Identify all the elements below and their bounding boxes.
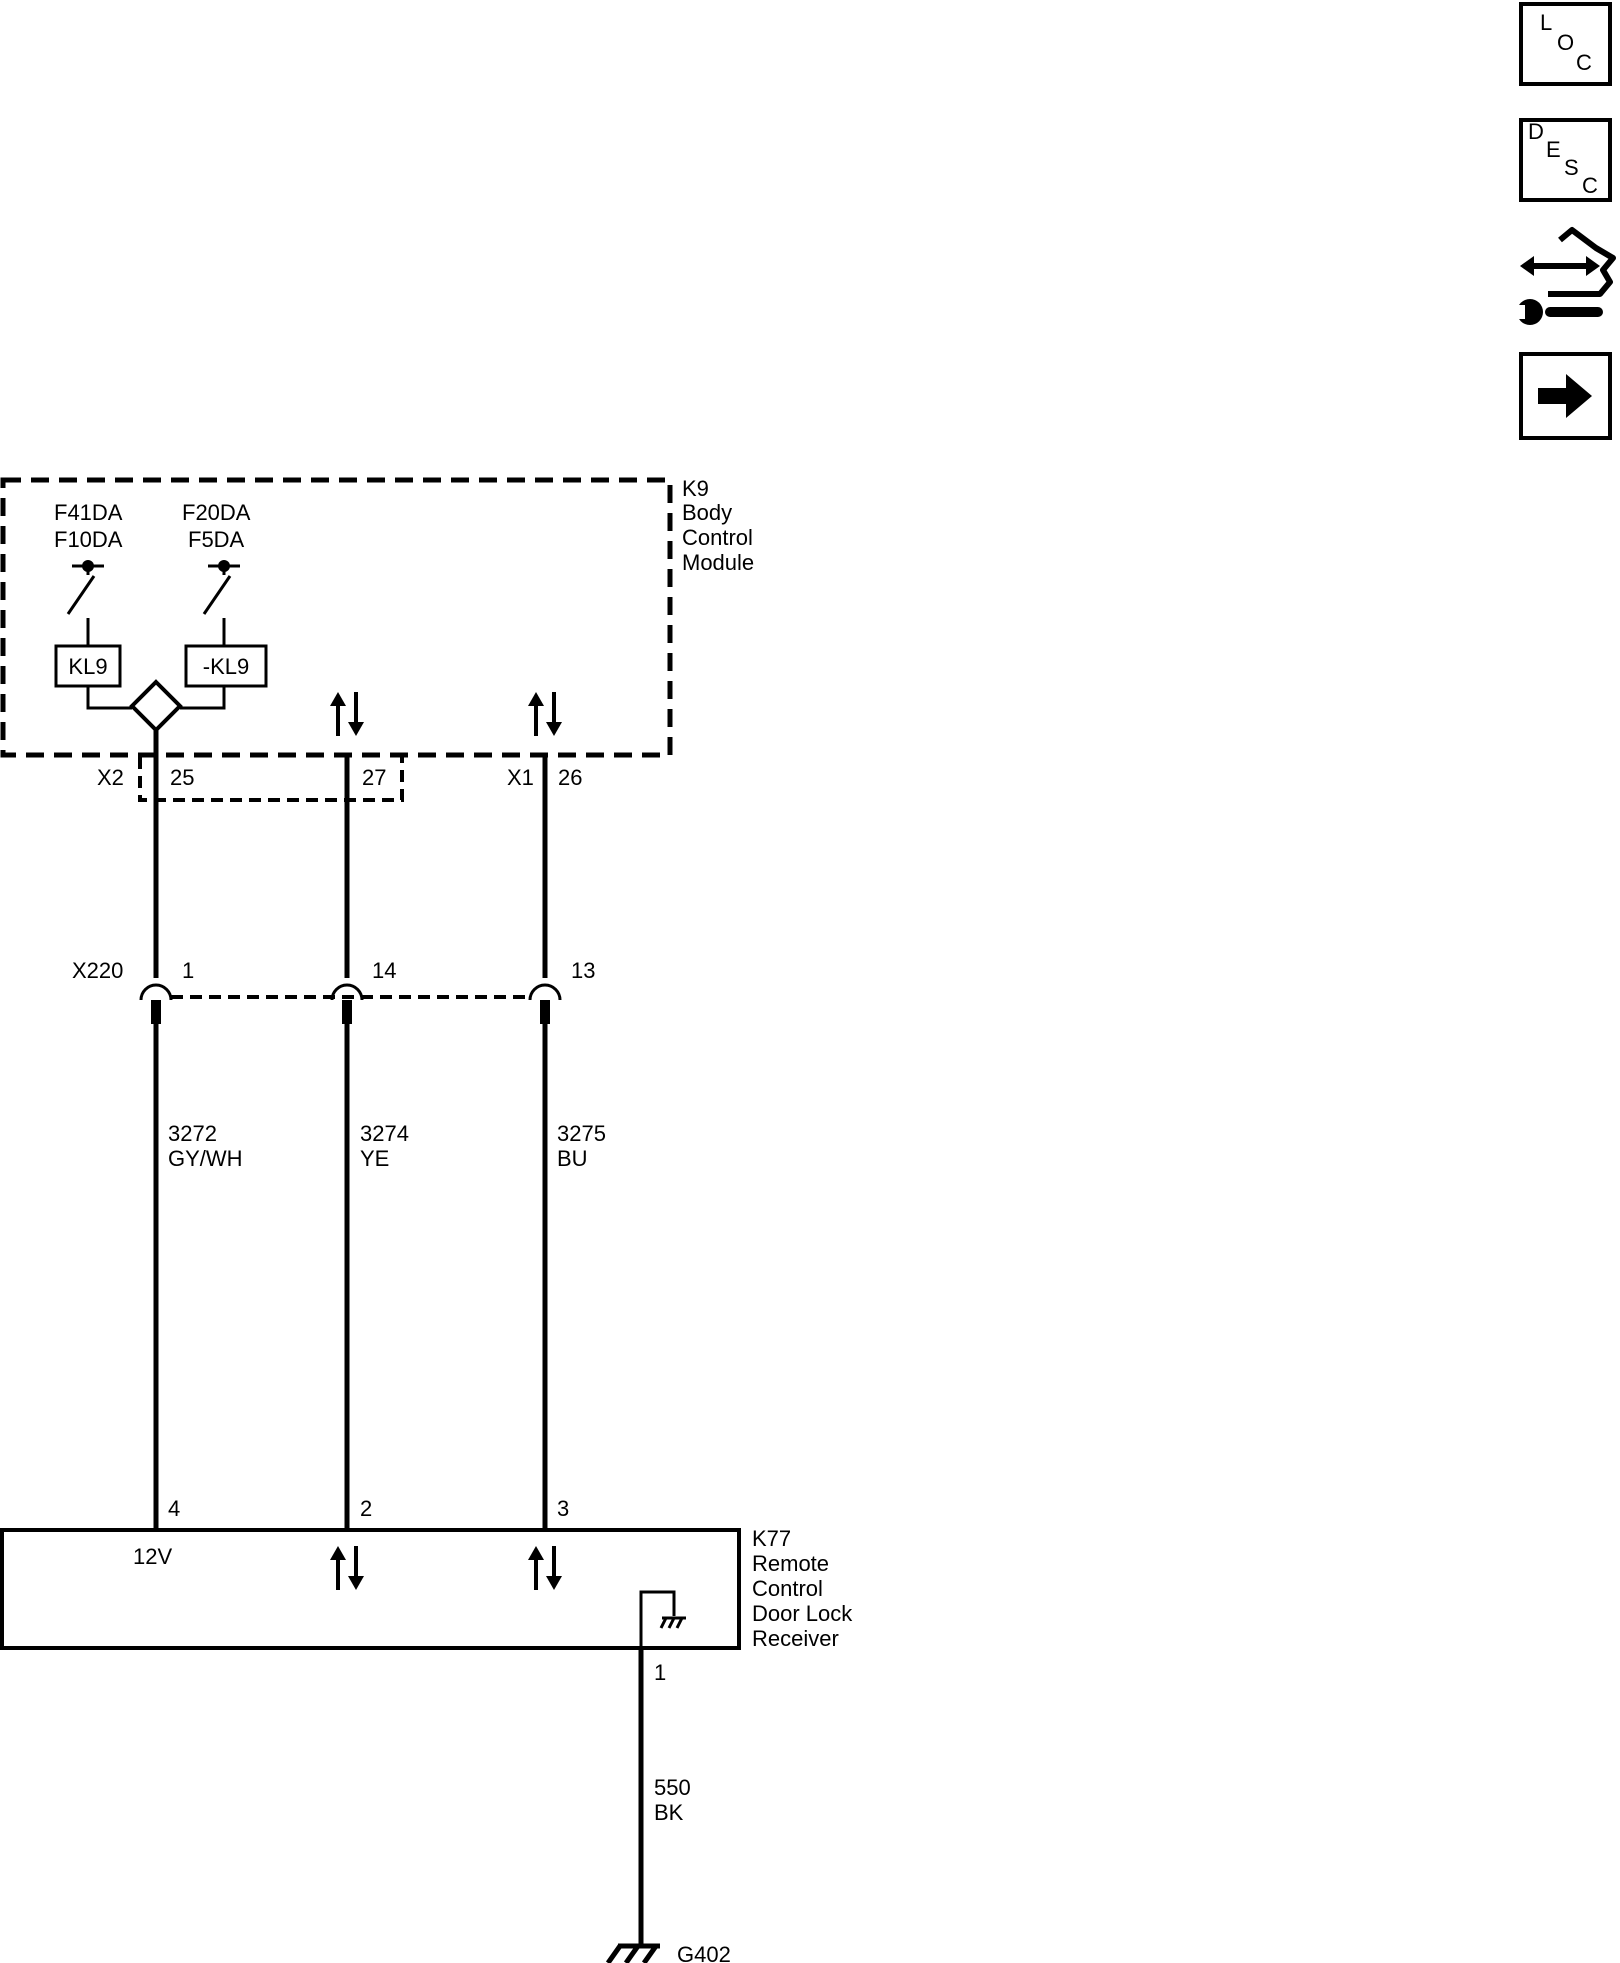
- wire-3275-color-label: BU: [557, 1146, 588, 1171]
- bidirectional-arrow-icon: [330, 692, 364, 736]
- connector-x2-label: X2: [97, 765, 124, 790]
- internal-chassis-ground-icon: [639, 1590, 686, 1648]
- relay-switch-a: [66, 560, 104, 646]
- connector-x2-outline: [138, 757, 404, 802]
- fuse-label-f41da: F41DA: [54, 500, 123, 525]
- loc-icon: [1519, 2, 1612, 86]
- service-connector-button[interactable]: [1512, 227, 1616, 325]
- relay-output-a-wire: [86, 686, 132, 710]
- k9-name-line-2: Control: [682, 525, 753, 550]
- loc-letter-c: C: [1576, 50, 1592, 75]
- pin-27-label: 27: [362, 765, 386, 790]
- k77-pin-1-label: 1: [654, 1660, 666, 1685]
- x220-pin-14-label: 14: [372, 958, 396, 983]
- wire-3274-color-label: YE: [360, 1146, 389, 1171]
- wire-3272-color-label: GY/WH: [168, 1146, 243, 1171]
- k77-name-line-1: Remote: [752, 1551, 829, 1576]
- fuse-label-f5da: F5DA: [188, 527, 245, 552]
- desc-button[interactable]: D E S C: [1519, 118, 1612, 202]
- k9-ref-label: K9: [682, 476, 709, 501]
- relay-label-kl9: KL9: [68, 654, 107, 679]
- k9-module-outline: [0, 477, 673, 758]
- k77-name-line-2: Control: [752, 1576, 823, 1601]
- k77-supply-label: 12V: [133, 1544, 172, 1569]
- x220-female-terminal-1: [139, 983, 173, 1001]
- ground-g402[interactable]: G402: [605, 1942, 731, 1963]
- x220-female-terminal-13: [528, 983, 562, 1001]
- x220-female-terminal-14: [330, 983, 364, 1001]
- relay-label-neg-kl9: -KL9: [203, 654, 249, 679]
- wire-3275-circuit-label: 3275: [557, 1121, 606, 1146]
- logic-or-diamond: [129, 679, 183, 733]
- next-button[interactable]: [1519, 352, 1612, 440]
- bidirectional-arrow-icon: [528, 692, 562, 736]
- fuse-label-f20da: F20DA: [182, 500, 251, 525]
- pin-25-label: 25: [170, 765, 194, 790]
- k77-module-outline: [0, 1528, 741, 1650]
- bidirectional-arrow-icon: [528, 1546, 562, 1590]
- pin-26-label: 26: [558, 765, 582, 790]
- desc-letter-e: E: [1546, 137, 1561, 162]
- connector-x1-label: X1: [507, 765, 534, 790]
- k9-name-line-1: Body: [682, 500, 732, 525]
- x220-male-terminal-1: [151, 1000, 161, 1024]
- x220-ref-label: X220: [72, 958, 123, 983]
- next-arrow-shape: [1538, 374, 1592, 418]
- relay-box-neg-kl9: [184, 644, 268, 688]
- x220-male-terminal-14: [342, 1000, 352, 1024]
- k9-name-line-3: Module: [682, 550, 754, 575]
- x220-male-terminal-13: [540, 1000, 550, 1024]
- k9-body-control-module[interactable]: K9 Body Control Module F41DA F10DA F20DA…: [0, 476, 754, 802]
- k77-pin-4-label: 4: [168, 1496, 180, 1521]
- k77-pin-3-label: 3: [557, 1496, 569, 1521]
- loc-letter-o: O: [1557, 30, 1574, 55]
- desc-letter-c: C: [1582, 173, 1598, 198]
- desc-letter-s: S: [1564, 155, 1579, 180]
- k77-name-line-3: Door Lock: [752, 1601, 853, 1626]
- x220-pin-1-label: 1: [182, 958, 194, 983]
- ground-symbol-icon: [605, 1943, 660, 1963]
- loc-button[interactable]: L O C: [1519, 2, 1612, 86]
- relay-switch-b: [202, 560, 240, 646]
- service-connector-wrench-icon: [1512, 227, 1616, 325]
- k77-pin-2-label: 2: [360, 1496, 372, 1521]
- ground-ref-label: G402: [677, 1942, 731, 1963]
- x220-inline-connector[interactable]: X220 1 14 13: [72, 958, 595, 1024]
- fuse-label-f10da: F10DA: [54, 527, 123, 552]
- desc-letter-d: D: [1528, 119, 1544, 144]
- wire-3272-circuit-label: 3272: [168, 1121, 217, 1146]
- desc-icon: [1519, 118, 1612, 202]
- wire-550-color-label: BK: [654, 1800, 684, 1825]
- k77-name-line-4: Receiver: [752, 1626, 839, 1651]
- x220-pin-13-label: 13: [571, 958, 595, 983]
- loc-letter-l: L: [1540, 10, 1552, 35]
- wire-3274-circuit-label: 3274: [360, 1121, 409, 1146]
- wire-550-circuit-label: 550: [654, 1775, 691, 1800]
- k77-ref-label: K77: [752, 1526, 791, 1551]
- k77-remote-control-door-lock-receiver[interactable]: 4 2 3 12V K77 Remote Control Door Loc: [0, 1496, 853, 1685]
- bidirectional-arrow-icon: [330, 1546, 364, 1590]
- relay-output-b-wire: [180, 686, 226, 710]
